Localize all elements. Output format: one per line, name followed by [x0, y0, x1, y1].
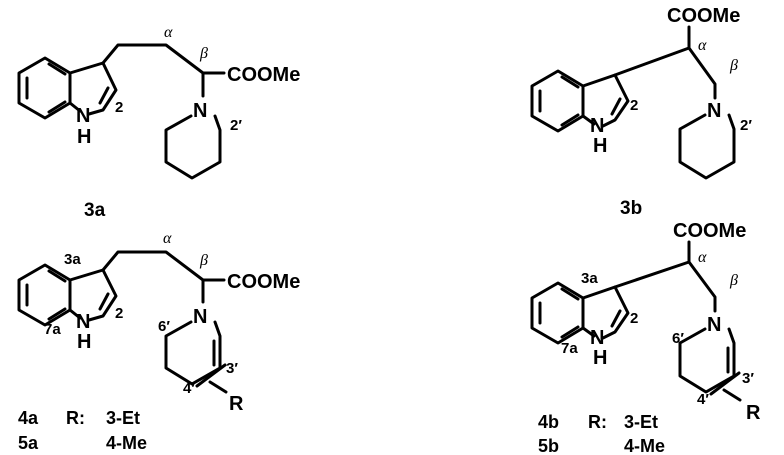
alpha-label: α — [164, 24, 173, 41]
side-chain-3b — [613, 25, 717, 100]
locant-4-prime: 4′ — [697, 391, 709, 408]
r-group-label: R — [746, 402, 761, 424]
substituent-4a: 3-Et — [106, 408, 140, 428]
ester-label: COOMe — [667, 5, 740, 27]
piperidine-n-label: N — [193, 100, 207, 122]
beta-label: β — [729, 272, 738, 289]
r-group-label: R — [229, 393, 244, 415]
structure-4a-5a: 3a 7a N H 2 α β COOMe N 6′ 3′ 4′ R 4a R:… — [17, 230, 300, 453]
locant-3-prime: 3′ — [226, 360, 238, 377]
substituent-5b: 4-Me — [624, 436, 665, 455]
locant-2: 2 — [115, 305, 123, 322]
tetrahydropyridine-ring-4a — [164, 320, 228, 394]
compound-id-5b: 5b — [538, 436, 559, 455]
ester-label: COOMe — [227, 271, 300, 293]
piperidine-n-label: N — [707, 100, 721, 122]
locant-2-prime: 2′ — [230, 117, 242, 134]
locant-7a: 7a — [561, 340, 578, 357]
indole-h-label: H — [77, 126, 91, 148]
compound-id-4a: 4a — [18, 408, 39, 428]
locant-6-prime: 6′ — [158, 318, 170, 335]
indole-ring-4b — [530, 281, 630, 345]
locant-2: 2 — [115, 99, 123, 116]
indole-ring-3b — [530, 69, 630, 133]
compound-id-3a: 3a — [84, 200, 106, 221]
indole-h-label: H — [593, 135, 607, 157]
side-chain-3a — [101, 43, 226, 98]
piperidine-ring-3b — [678, 113, 736, 180]
locant-4-prime: 4′ — [183, 380, 195, 397]
structure-4b-5b: 3a 7a N H 2 COOMe α β N 6′ 3′ 4′ R 4b R:… — [530, 220, 761, 455]
tetrahydropyridine-n-label: N — [707, 314, 721, 336]
indole-n-label: N — [76, 311, 90, 333]
compound-id-3b: 3b — [620, 198, 642, 219]
legend-left: 4a R: 3-Et 5a 4-Me — [18, 408, 147, 453]
alpha-label: α — [698, 249, 707, 266]
alpha-label: α — [698, 37, 707, 54]
tetrahydropyridine-n-label: N — [193, 306, 207, 328]
locant-3a: 3a — [64, 251, 81, 268]
locant-2: 2 — [630, 310, 638, 327]
locant-7a: 7a — [44, 321, 61, 338]
structure-3b: N H 2 COOMe α β N 2′ 3b — [530, 5, 752, 219]
indole-n-label: N — [590, 115, 604, 137]
piperidine-ring-3a — [164, 114, 222, 180]
locant-6-prime: 6′ — [672, 330, 684, 347]
tetrahydropyridine-ring-4b — [678, 327, 742, 402]
locant-2-prime: 2′ — [740, 117, 752, 134]
compound-id-5a: 5a — [18, 433, 39, 453]
indole-n-label: N — [590, 327, 604, 349]
side-chain-4b — [613, 240, 717, 313]
ester-label: COOMe — [673, 220, 746, 242]
beta-label: β — [199, 45, 208, 62]
compound-id-4b: 4b — [538, 412, 559, 432]
indole-h-label: H — [593, 347, 607, 369]
alpha-label: α — [163, 230, 172, 247]
substituent-4b: 3-Et — [624, 412, 658, 432]
indole-ring-3a — [17, 56, 118, 120]
legend-right: 4b R: 3-Et 5b 4-Me — [538, 412, 665, 455]
r-label: R: — [588, 412, 607, 432]
indole-h-label: H — [77, 331, 91, 353]
structure-3a: N H 2 α β COOMe N 2′ 3a — [17, 24, 300, 221]
indole-n-label: N — [76, 105, 90, 127]
beta-label: β — [199, 252, 208, 269]
r-label: R: — [66, 408, 85, 428]
substituent-5a: 4-Me — [106, 433, 147, 453]
side-chain-4a — [101, 250, 226, 304]
indole-ring-4a — [17, 263, 118, 327]
beta-label: β — [729, 57, 738, 74]
locant-2: 2 — [630, 97, 638, 114]
ester-label: COOMe — [227, 64, 300, 86]
locant-3-prime: 3′ — [742, 370, 754, 387]
locant-3a: 3a — [581, 270, 598, 287]
